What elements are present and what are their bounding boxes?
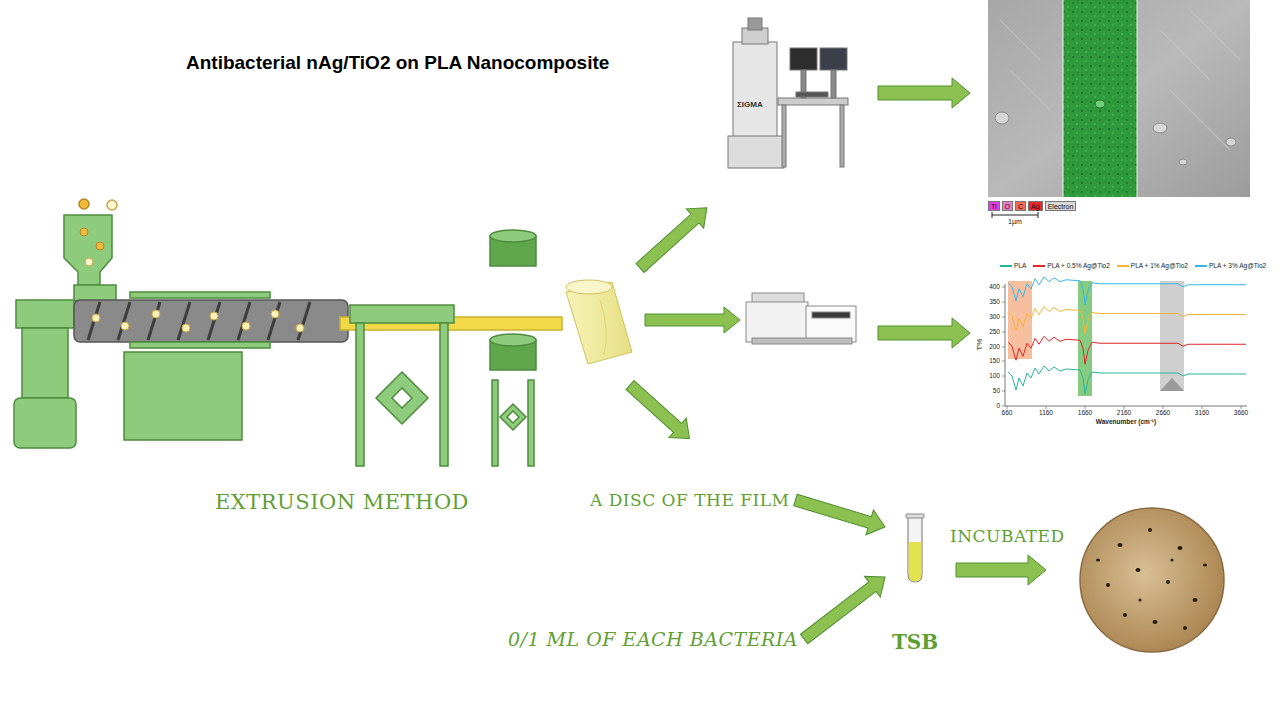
legend-text: PLA + 1% Ag@Tio2 (1131, 262, 1188, 269)
axis-tick: 200 (989, 343, 1000, 350)
legend-text: Electron (1048, 203, 1074, 210)
axis-tick: 400 (989, 283, 1000, 290)
axis-tick: 3660 (1234, 409, 1248, 416)
legend-text: O (1005, 203, 1010, 210)
step-label: 0/1 ML OF EACH BACTERIA (508, 628, 798, 650)
legend-swatch: Ti (988, 201, 1000, 211)
legend-swatch: Electron (1045, 201, 1077, 211)
legend-text: PLA + 0.5% Ag@Tio2 (1047, 262, 1110, 269)
legend-text: PLA + 3% Ag@Tio2 (1209, 262, 1266, 269)
legend-line (1000, 265, 1012, 267)
legend-text: C (1018, 203, 1023, 210)
legend-line (1117, 265, 1129, 267)
legend-text: Ti (991, 203, 997, 210)
legend-text: Ag (1031, 203, 1040, 210)
axis-tick: 2660 (1156, 409, 1170, 416)
legend-line (1033, 265, 1045, 267)
method-label: EXTRUSION METHOD (215, 490, 469, 514)
axis-tick: 350 (989, 298, 1000, 305)
flow-arrow (796, 567, 893, 650)
film-roll (566, 280, 632, 364)
axis-tick: 250 (989, 328, 1000, 335)
legend-text: PLA (1014, 262, 1026, 269)
axis-title: Wavenumber (cm⁻¹) (1096, 418, 1156, 425)
petri-dish (1080, 508, 1224, 652)
instrument-brand: ΣIGMA (737, 100, 763, 109)
axis-tick: 50 (993, 387, 1000, 394)
legend-swatch: O (1002, 201, 1013, 211)
axis-tick: 660 (1002, 409, 1013, 416)
axis-tick: 1160 (1039, 409, 1053, 416)
process-step-text: 0/1 ML OF EACH BACTERIA (508, 628, 798, 650)
legend-line (1195, 265, 1207, 267)
diagram-title: Antibacterial nAg/TiO2 on PLA Nanocompos… (186, 52, 609, 74)
tube-label: TSB (892, 630, 938, 654)
scale-bar-label: 1µm (1008, 218, 1022, 226)
axis-tick: 100 (989, 372, 1000, 379)
test-tube-outline (895, 512, 935, 586)
process-step-text: A DISC OF THE FILM (590, 490, 789, 510)
ftir-chart (1002, 277, 1247, 409)
axis-tick: 300 (989, 313, 1000, 320)
legend-swatch: Ag (1028, 201, 1043, 211)
step-label: INCUBATED (950, 527, 1065, 547)
axis-tick: 1660 (1078, 409, 1092, 416)
sem-instrument (728, 18, 848, 168)
axis-tick: 150 (989, 357, 1000, 364)
test-tube: TSB (888, 512, 942, 654)
axis-tick: 3160 (1195, 409, 1209, 416)
axis-title: T% (975, 339, 984, 351)
axis-tick: 0 (996, 402, 1000, 409)
flow-arrow (792, 488, 889, 540)
ftir-instrument (746, 293, 856, 344)
extruder (14, 199, 562, 466)
step-label: A DISC OF THE FILM (590, 490, 789, 510)
axis-tick: 2160 (1117, 409, 1131, 416)
sem-image (988, 0, 1250, 218)
legend-swatch: C (1015, 201, 1026, 211)
